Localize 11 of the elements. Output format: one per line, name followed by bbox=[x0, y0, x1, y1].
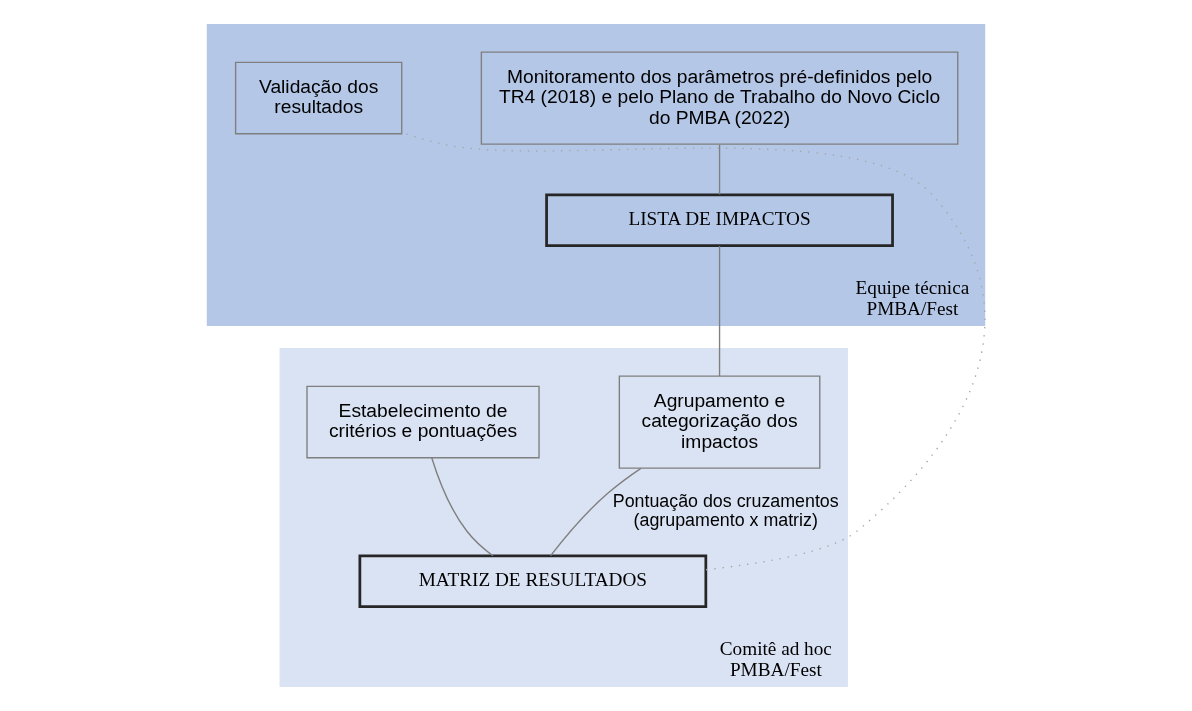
node-box: MATRIZ DE RESULTADOS bbox=[358, 554, 708, 609]
edge-label: Pontuação dos cruzamentos (agrupamento x matriz) bbox=[612, 491, 839, 531]
connector bbox=[718, 245, 721, 377]
node-box: Agrupamento e categorização dos impactos bbox=[618, 375, 821, 469]
node-box: Monitoramento dos parâmetros pré-definidos pelo TR4 (2018) e pelo Plano de Trabalho do Novo Ciclo do PMBA (2022) bbox=[480, 51, 959, 145]
node-box: LISTA DE IMPACTOS bbox=[545, 193, 894, 248]
connector bbox=[550, 467, 642, 557]
node-box: Estabelecimento de critérios e pontuações bbox=[306, 385, 540, 459]
node-box: Validação dos resultados bbox=[234, 61, 403, 135]
connector bbox=[718, 143, 721, 196]
connector bbox=[431, 457, 494, 557]
